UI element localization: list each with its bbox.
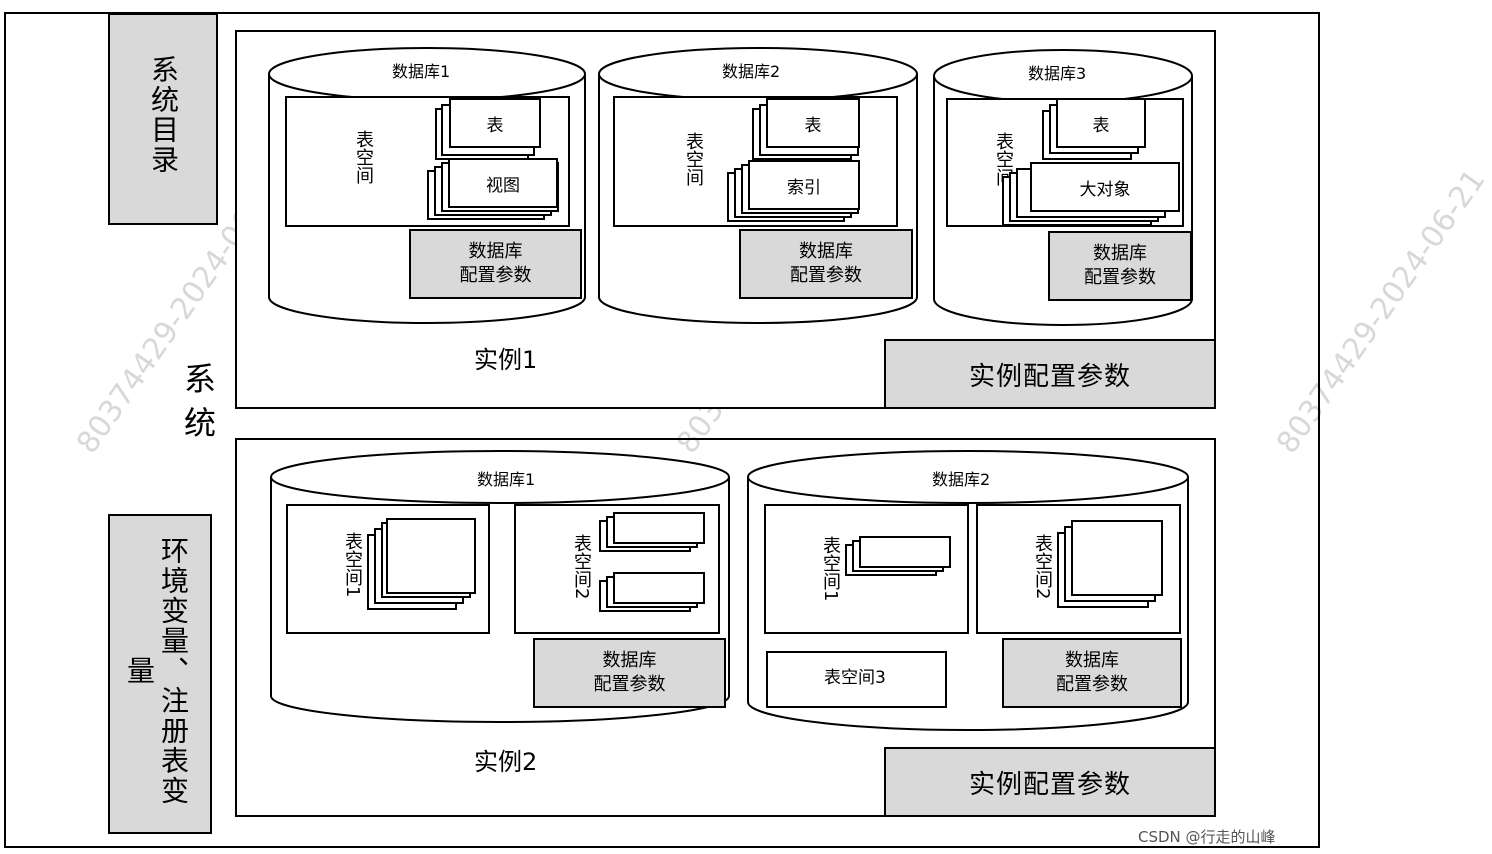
table-card: 表 — [766, 98, 860, 148]
system-frame — [4, 12, 1320, 848]
env-registry-box: 环境变量、注册表变 量 — [108, 514, 212, 834]
db-name: 数据库2 — [932, 470, 991, 489]
tablespace-label: 表空间 — [353, 130, 374, 184]
tablespace-3-box: 表空间3 — [766, 651, 947, 708]
db-config-line1: 数据库 — [1065, 650, 1119, 671]
stack-card — [386, 518, 476, 594]
db-name: 数据库1 — [392, 62, 451, 81]
instance-label: 实例2 — [474, 748, 538, 776]
system-label: 系统 — [179, 362, 217, 450]
stack-card — [1071, 520, 1163, 596]
db-config-box: 数据库配置参数 — [739, 229, 913, 299]
db-config-line1: 数据库 — [799, 241, 853, 262]
system-catalog-label: 系统目录 — [147, 55, 180, 175]
db-config-line2: 配置参数 — [790, 265, 862, 286]
tablespace-label: 表空间1 — [820, 536, 841, 602]
db-config-line1: 数据库 — [602, 650, 657, 671]
view-card: 视图 — [448, 158, 558, 208]
instance-2 — [235, 438, 1216, 817]
db-config-box: 数据库配置参数 — [1002, 638, 1182, 708]
env-registry-label-col1: 环境变量、注册表变 — [157, 536, 190, 806]
db-config-line2: 配置参数 — [593, 674, 666, 695]
instance-config-box: 实例配置参数 — [884, 747, 1216, 817]
db-config-box: 数据库配置参数 — [1048, 231, 1192, 301]
table-card: 表 — [449, 98, 541, 148]
db-name: 数据库3 — [1028, 64, 1087, 83]
stack-card — [613, 572, 705, 604]
db-name: 数据库2 — [722, 62, 781, 81]
tablespace-label: 表空间2 — [1032, 534, 1053, 600]
instance-config-box: 实例配置参数 — [884, 339, 1216, 409]
db-config-line2: 配置参数 — [1084, 267, 1156, 288]
tablespace-label: 表空间 — [993, 132, 1014, 186]
credit-text: CSDN @行走的山峰 — [1138, 828, 1276, 846]
system-catalog-box: 系统目录 — [108, 13, 218, 225]
instance-label: 实例1 — [474, 346, 538, 374]
env-registry-label-col2: 量 — [123, 656, 156, 686]
db-config-line1: 数据库 — [1093, 243, 1147, 264]
db-config-line2: 配置参数 — [459, 265, 532, 286]
tablespace-label: 表空间 — [683, 132, 704, 186]
db-config-box: 数据库配置参数 — [409, 229, 582, 299]
tablespace-label: 表空间1 — [342, 532, 363, 598]
stack-card — [613, 512, 705, 544]
index-card: 索引 — [748, 160, 860, 210]
tablespace-label: 表空间2 — [571, 534, 592, 600]
db-name: 数据库1 — [477, 470, 536, 489]
db-config-box: 数据库配置参数 — [533, 638, 726, 708]
db-config-line2: 配置参数 — [1056, 674, 1128, 695]
table-card: 表 — [1056, 98, 1146, 148]
stack-card — [859, 536, 951, 568]
db-config-line1: 数据库 — [468, 241, 523, 262]
lob-card: 大对象 — [1030, 162, 1180, 212]
